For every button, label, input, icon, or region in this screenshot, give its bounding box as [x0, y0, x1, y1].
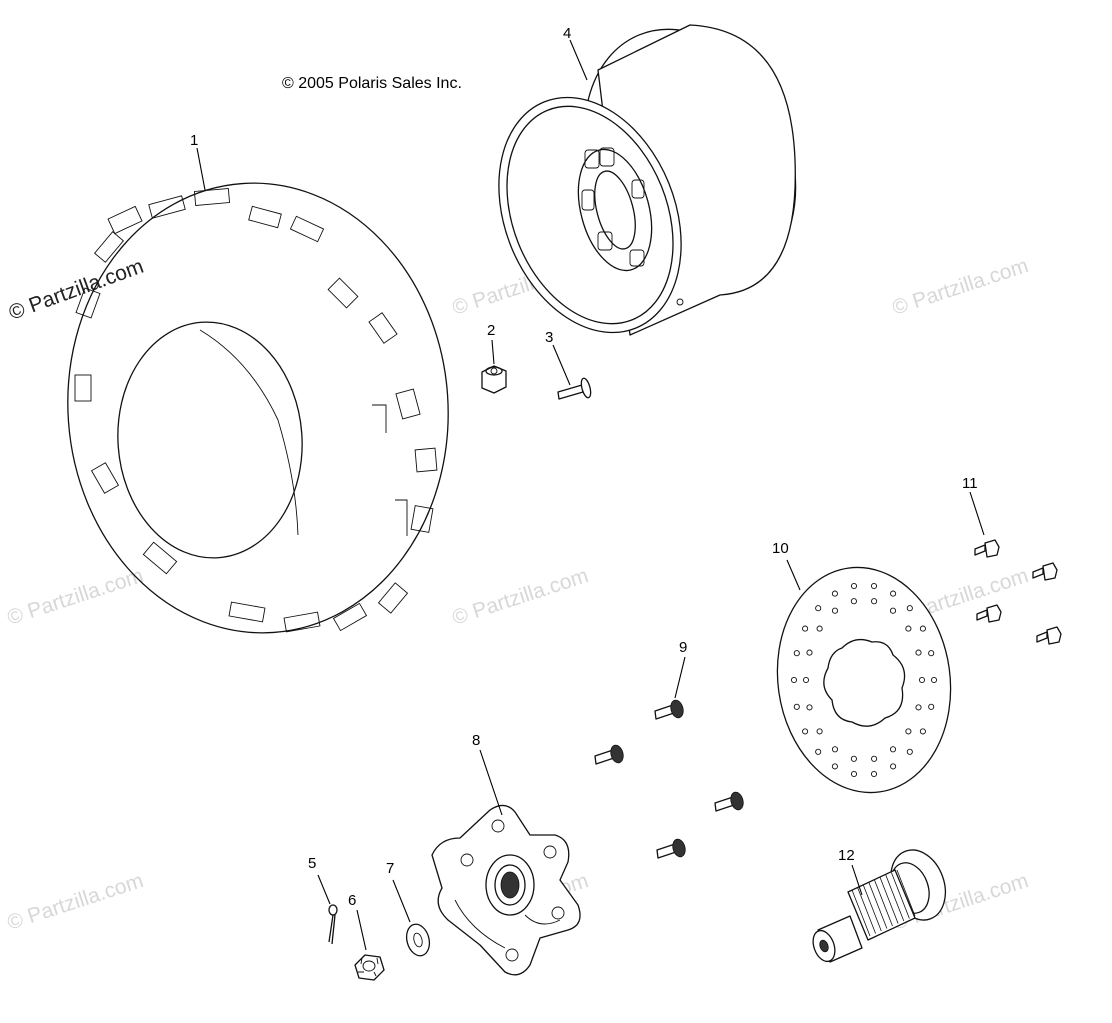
callout-8: 8 — [472, 732, 480, 749]
callout-9: 9 — [679, 639, 687, 656]
disc-hole — [850, 582, 858, 590]
callout-2: 2 — [487, 322, 495, 339]
watermark: © Partzilla.com — [4, 869, 146, 935]
disc-hole — [905, 728, 912, 735]
leader-5 — [317, 874, 331, 905]
disc-hole — [918, 676, 926, 684]
callout-6: 6 — [348, 892, 356, 909]
part-disc-bolts — [974, 539, 1062, 645]
leader-7 — [392, 879, 411, 923]
part-wheel-hub — [431, 804, 581, 976]
callout-5: 5 — [308, 855, 316, 872]
leader-4 — [569, 39, 588, 81]
disc-hole — [889, 607, 897, 614]
disc-hole — [870, 582, 878, 590]
callout-11: 11 — [962, 475, 978, 492]
callout-7: 7 — [386, 860, 394, 877]
watermark: © Partzilla.com — [4, 564, 146, 630]
part-brake-disc — [776, 566, 952, 794]
disc-hole — [871, 598, 878, 605]
leader-8 — [479, 749, 503, 816]
part-axle-shaft — [812, 849, 947, 963]
leader-12 — [851, 864, 863, 896]
part-cotter-pin — [328, 904, 338, 945]
disc-holes — [790, 582, 938, 778]
disc-hole — [905, 625, 912, 632]
disc-hole — [850, 770, 858, 778]
watermark: © Partzilla.com — [889, 254, 1031, 320]
spline-line — [879, 877, 899, 924]
disc-hole — [831, 746, 839, 753]
callout-12: 12 — [838, 847, 855, 864]
disc-hole — [806, 704, 813, 711]
disc-hole — [850, 598, 857, 605]
watermark: © Partzilla.com — [449, 564, 591, 630]
leader-10 — [786, 559, 801, 591]
leader-6 — [356, 909, 367, 951]
disc-hole — [815, 605, 822, 612]
disc-hole — [831, 763, 838, 770]
disc-hole — [793, 703, 800, 710]
disc-hole — [915, 649, 922, 656]
part-lug-nut — [481, 365, 507, 394]
disc-hole — [928, 703, 935, 710]
disc-hole — [831, 590, 838, 597]
disc-hole — [790, 676, 798, 684]
disc-hole — [802, 676, 810, 684]
disc-hole — [816, 728, 823, 735]
disc-hole — [793, 650, 800, 657]
copyright-notice: © 2005 Polaris Sales Inc. — [282, 75, 462, 92]
watermark-dark: © Partzilla.com — [6, 255, 147, 325]
disc-hole — [890, 590, 897, 597]
spline-line — [862, 884, 882, 932]
disc-hole — [906, 748, 913, 755]
disc-hole — [915, 704, 922, 711]
disc-hole — [889, 746, 897, 753]
disc-hole — [850, 755, 857, 762]
callout-10: 10 — [772, 540, 789, 557]
disc-hole — [890, 763, 897, 770]
leader-3 — [552, 344, 571, 386]
callout-4: 4 — [563, 25, 571, 42]
part-washer — [405, 923, 431, 957]
disc-hole — [930, 676, 938, 684]
leader-1 — [196, 147, 206, 191]
spline-line — [851, 889, 871, 937]
disc-hole — [802, 625, 809, 632]
disc-hole — [816, 625, 823, 632]
disc-hole — [928, 650, 935, 657]
spline-line — [885, 874, 905, 922]
disc-hole — [919, 728, 926, 735]
callout-1: 1 — [190, 132, 198, 149]
disc-hole — [906, 605, 913, 612]
disc-hole — [870, 770, 878, 778]
disc-hole — [815, 748, 822, 755]
disc-hole — [919, 625, 926, 632]
spline-line — [868, 882, 888, 929]
spline-line — [874, 879, 893, 927]
disc-hole — [831, 607, 839, 614]
part-tire — [67, 182, 449, 634]
disc-hole — [871, 755, 878, 762]
leader-9 — [674, 656, 686, 699]
callout-3: 3 — [545, 329, 553, 346]
leader-11 — [969, 491, 985, 536]
part-wheel-stud — [557, 377, 592, 400]
axle-splines — [851, 869, 916, 937]
disc-hole — [802, 728, 809, 735]
spline-line — [857, 887, 876, 934]
spline-line — [896, 869, 916, 917]
part-wheel-rim — [498, 24, 797, 336]
leader-2 — [491, 339, 495, 365]
part-hub-bolts — [594, 699, 744, 859]
part-castle-nut — [354, 954, 385, 981]
spline-line — [891, 872, 910, 919]
disc-hole — [806, 649, 813, 656]
